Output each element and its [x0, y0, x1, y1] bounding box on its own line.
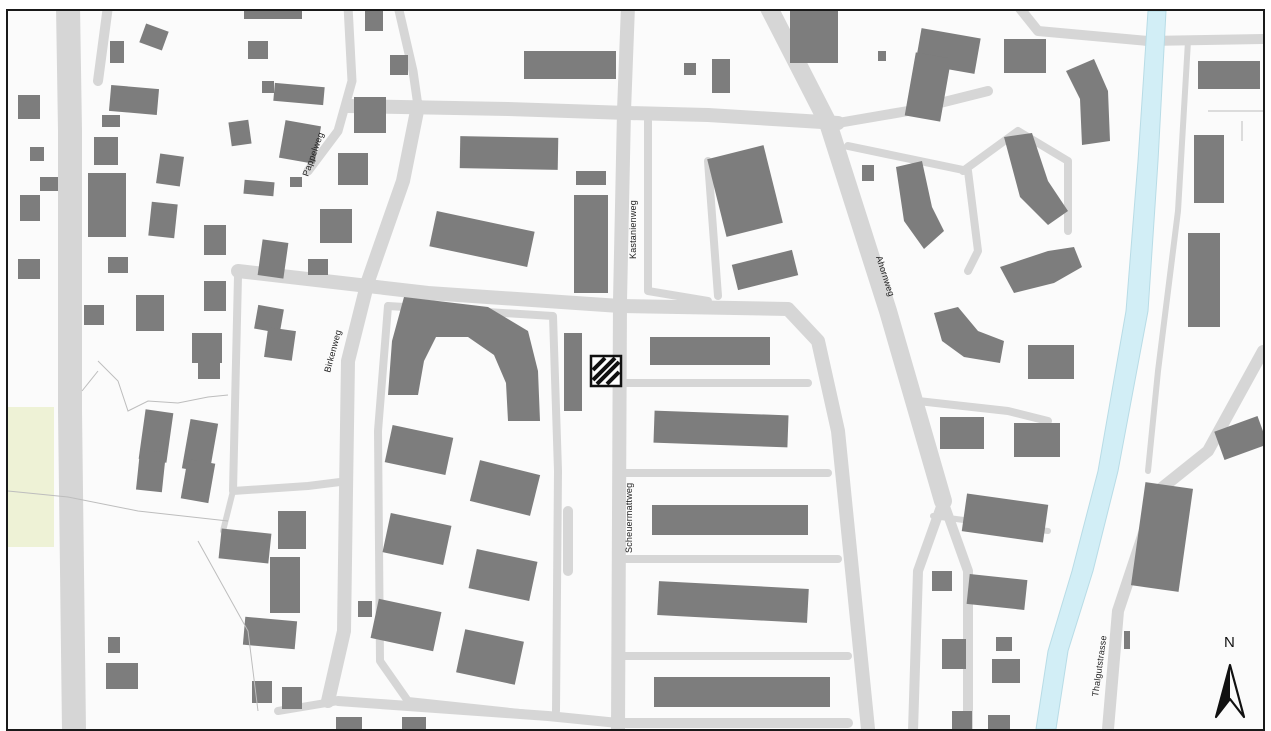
street-label-scheuermattweg: Scheuermattweg — [624, 483, 634, 553]
site-marker — [589, 354, 623, 388]
street-label-birkenweg: Birkenweg — [322, 329, 343, 374]
street-label-kastanienweg: Kastanienweg — [628, 200, 638, 259]
north-arrow: N — [1214, 634, 1246, 719]
road-network — [56, 11, 1263, 729]
north-arrow-label: N — [1224, 634, 1235, 651]
green-area — [8, 407, 54, 547]
map-frame: Pappelweg Kastanienweg Birkenweg Ahornwe… — [6, 9, 1265, 731]
buildings — [18, 11, 1263, 729]
site-map: Pappelweg Kastanienweg Birkenweg Ahornwe… — [8, 11, 1263, 729]
river — [1035, 11, 1167, 729]
property-lines — [8, 110, 1263, 712]
